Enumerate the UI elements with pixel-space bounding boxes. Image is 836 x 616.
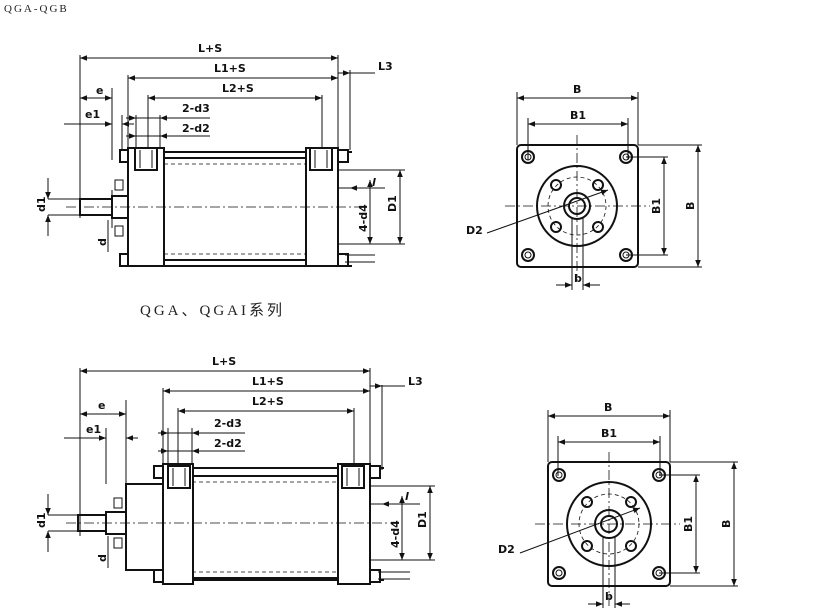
label-d1: d1: [35, 196, 48, 212]
label-L-S: L+S: [198, 42, 222, 55]
label-L1-S: L1+S: [214, 62, 246, 75]
label-L2-S-b: L2+S: [252, 395, 284, 408]
label-B1-vertical-b: B1: [682, 516, 695, 532]
label-2-d2-b: 2-d2: [214, 437, 242, 450]
side-view-qga: L+S L1+S L2+S L3 e e1 2-d3 2-d2 l 4-d4 D…: [35, 42, 405, 267]
header-code: QGA-QGB: [4, 3, 69, 15]
label-d-b: d: [96, 554, 109, 562]
label-e1: e1: [85, 108, 100, 121]
label-b: b: [574, 272, 582, 285]
label-B-horizontal: B: [573, 83, 581, 96]
label-B-horizontal-b: B: [604, 401, 612, 414]
label-2-d3-b: 2-d3: [214, 417, 242, 430]
label-D2: D2: [466, 224, 483, 237]
label-L3: L3: [378, 60, 393, 73]
label-e: e: [96, 84, 103, 97]
end-view-qga: B B1 B1 B D2 b: [466, 83, 702, 290]
label-2-d2: 2-d2: [182, 122, 210, 135]
label-e1-b: e1: [86, 423, 101, 436]
label-b-b: b: [605, 590, 613, 603]
label-d1-b: d1: [35, 512, 48, 528]
label-l-b: l: [405, 490, 409, 503]
label-D1: D1: [386, 195, 399, 212]
label-d: d: [96, 238, 109, 246]
label-L2-S: L2+S: [222, 82, 254, 95]
label-B1-horizontal: B1: [570, 109, 586, 122]
label-l: l: [372, 176, 376, 189]
label-L1-S-b: L1+S: [252, 375, 284, 388]
label-B-vertical: B: [684, 202, 697, 210]
label-B1-horizontal-b: B1: [601, 427, 617, 440]
label-L-S-b: L+S: [212, 355, 236, 368]
side-view-qgai: L+S L1+S L2+S L3 e e1 2-d3 2-d2 l 4-d4 D…: [35, 355, 435, 585]
label-D2-b: D2: [498, 543, 515, 556]
label-2-d3: 2-d3: [182, 102, 210, 115]
label-L3-b: L3: [408, 375, 423, 388]
label-4-d4-b: 4-d4: [389, 520, 402, 548]
label-4-d4: 4-d4: [357, 204, 370, 232]
label-B-vertical-b: B: [720, 520, 733, 528]
label-B1-vertical: B1: [650, 198, 663, 214]
label-D1-b: D1: [416, 511, 429, 528]
series-caption: QGA、QGAI系列: [140, 303, 285, 319]
label-e-b: e: [98, 399, 105, 412]
end-view-qgai: B B1 B1 B D2 b: [498, 401, 738, 608]
